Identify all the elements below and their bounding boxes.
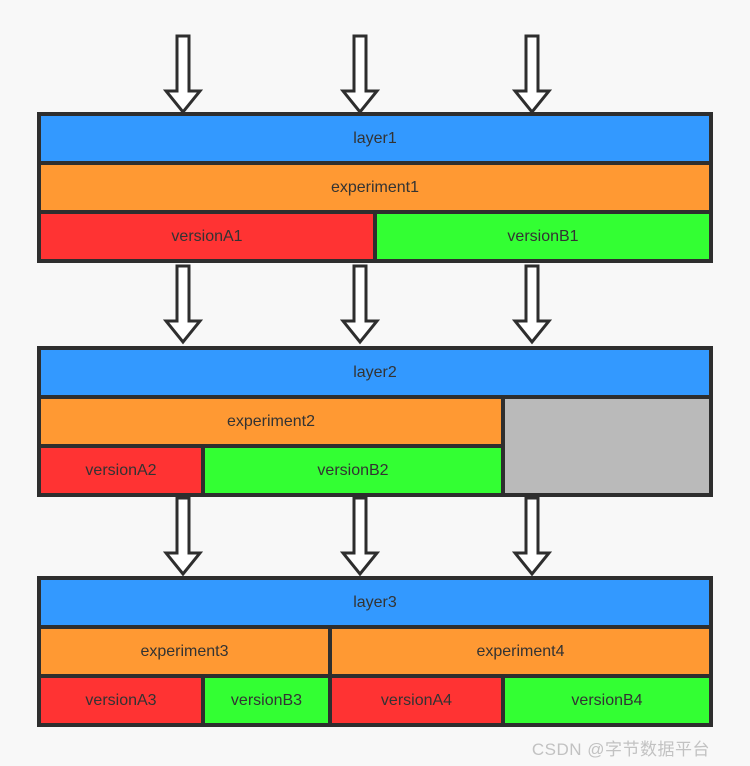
layer1-bar: layer1 bbox=[41, 116, 709, 161]
layer1-group: layer1 experiment1 versionA1 versionB1 bbox=[37, 112, 713, 263]
down-arrow-icon bbox=[512, 496, 552, 577]
down-arrow-icon bbox=[512, 264, 552, 345]
layer2-bar: layer2 bbox=[41, 350, 709, 395]
experiment4-bar: experiment4 bbox=[332, 629, 709, 674]
layer2-group: layer2 experiment2 versionA2 versionB2 bbox=[37, 346, 713, 497]
down-arrow-icon bbox=[512, 34, 552, 115]
down-arrow-icon bbox=[163, 496, 203, 577]
layer3-bar: layer3 bbox=[41, 580, 709, 625]
down-arrow-icon bbox=[340, 34, 380, 115]
versionA1-cell: versionA1 bbox=[41, 214, 373, 259]
down-arrow-icon bbox=[163, 264, 203, 345]
experiment2-bar: experiment2 bbox=[41, 399, 501, 444]
down-arrow-icon bbox=[340, 496, 380, 577]
experiment3-bar: experiment3 bbox=[41, 629, 328, 674]
versionB2-cell: versionB2 bbox=[205, 448, 501, 493]
down-arrow-icon bbox=[340, 264, 380, 345]
down-arrow-icon bbox=[163, 34, 203, 115]
versionB4-cell: versionB4 bbox=[505, 678, 709, 723]
unused-traffic-slot bbox=[505, 399, 709, 493]
versionA2-cell: versionA2 bbox=[41, 448, 201, 493]
experiment1-bar: experiment1 bbox=[41, 165, 709, 210]
versionB3-cell: versionB3 bbox=[205, 678, 328, 723]
csdn-watermark: CSDN @字节数据平台 bbox=[531, 740, 710, 759]
versionA4-cell: versionA4 bbox=[332, 678, 501, 723]
versionB1-cell: versionB1 bbox=[377, 214, 709, 259]
versionA3-cell: versionA3 bbox=[41, 678, 201, 723]
layer3-group: layer3 experiment3 experiment4 versionA3… bbox=[37, 576, 713, 727]
